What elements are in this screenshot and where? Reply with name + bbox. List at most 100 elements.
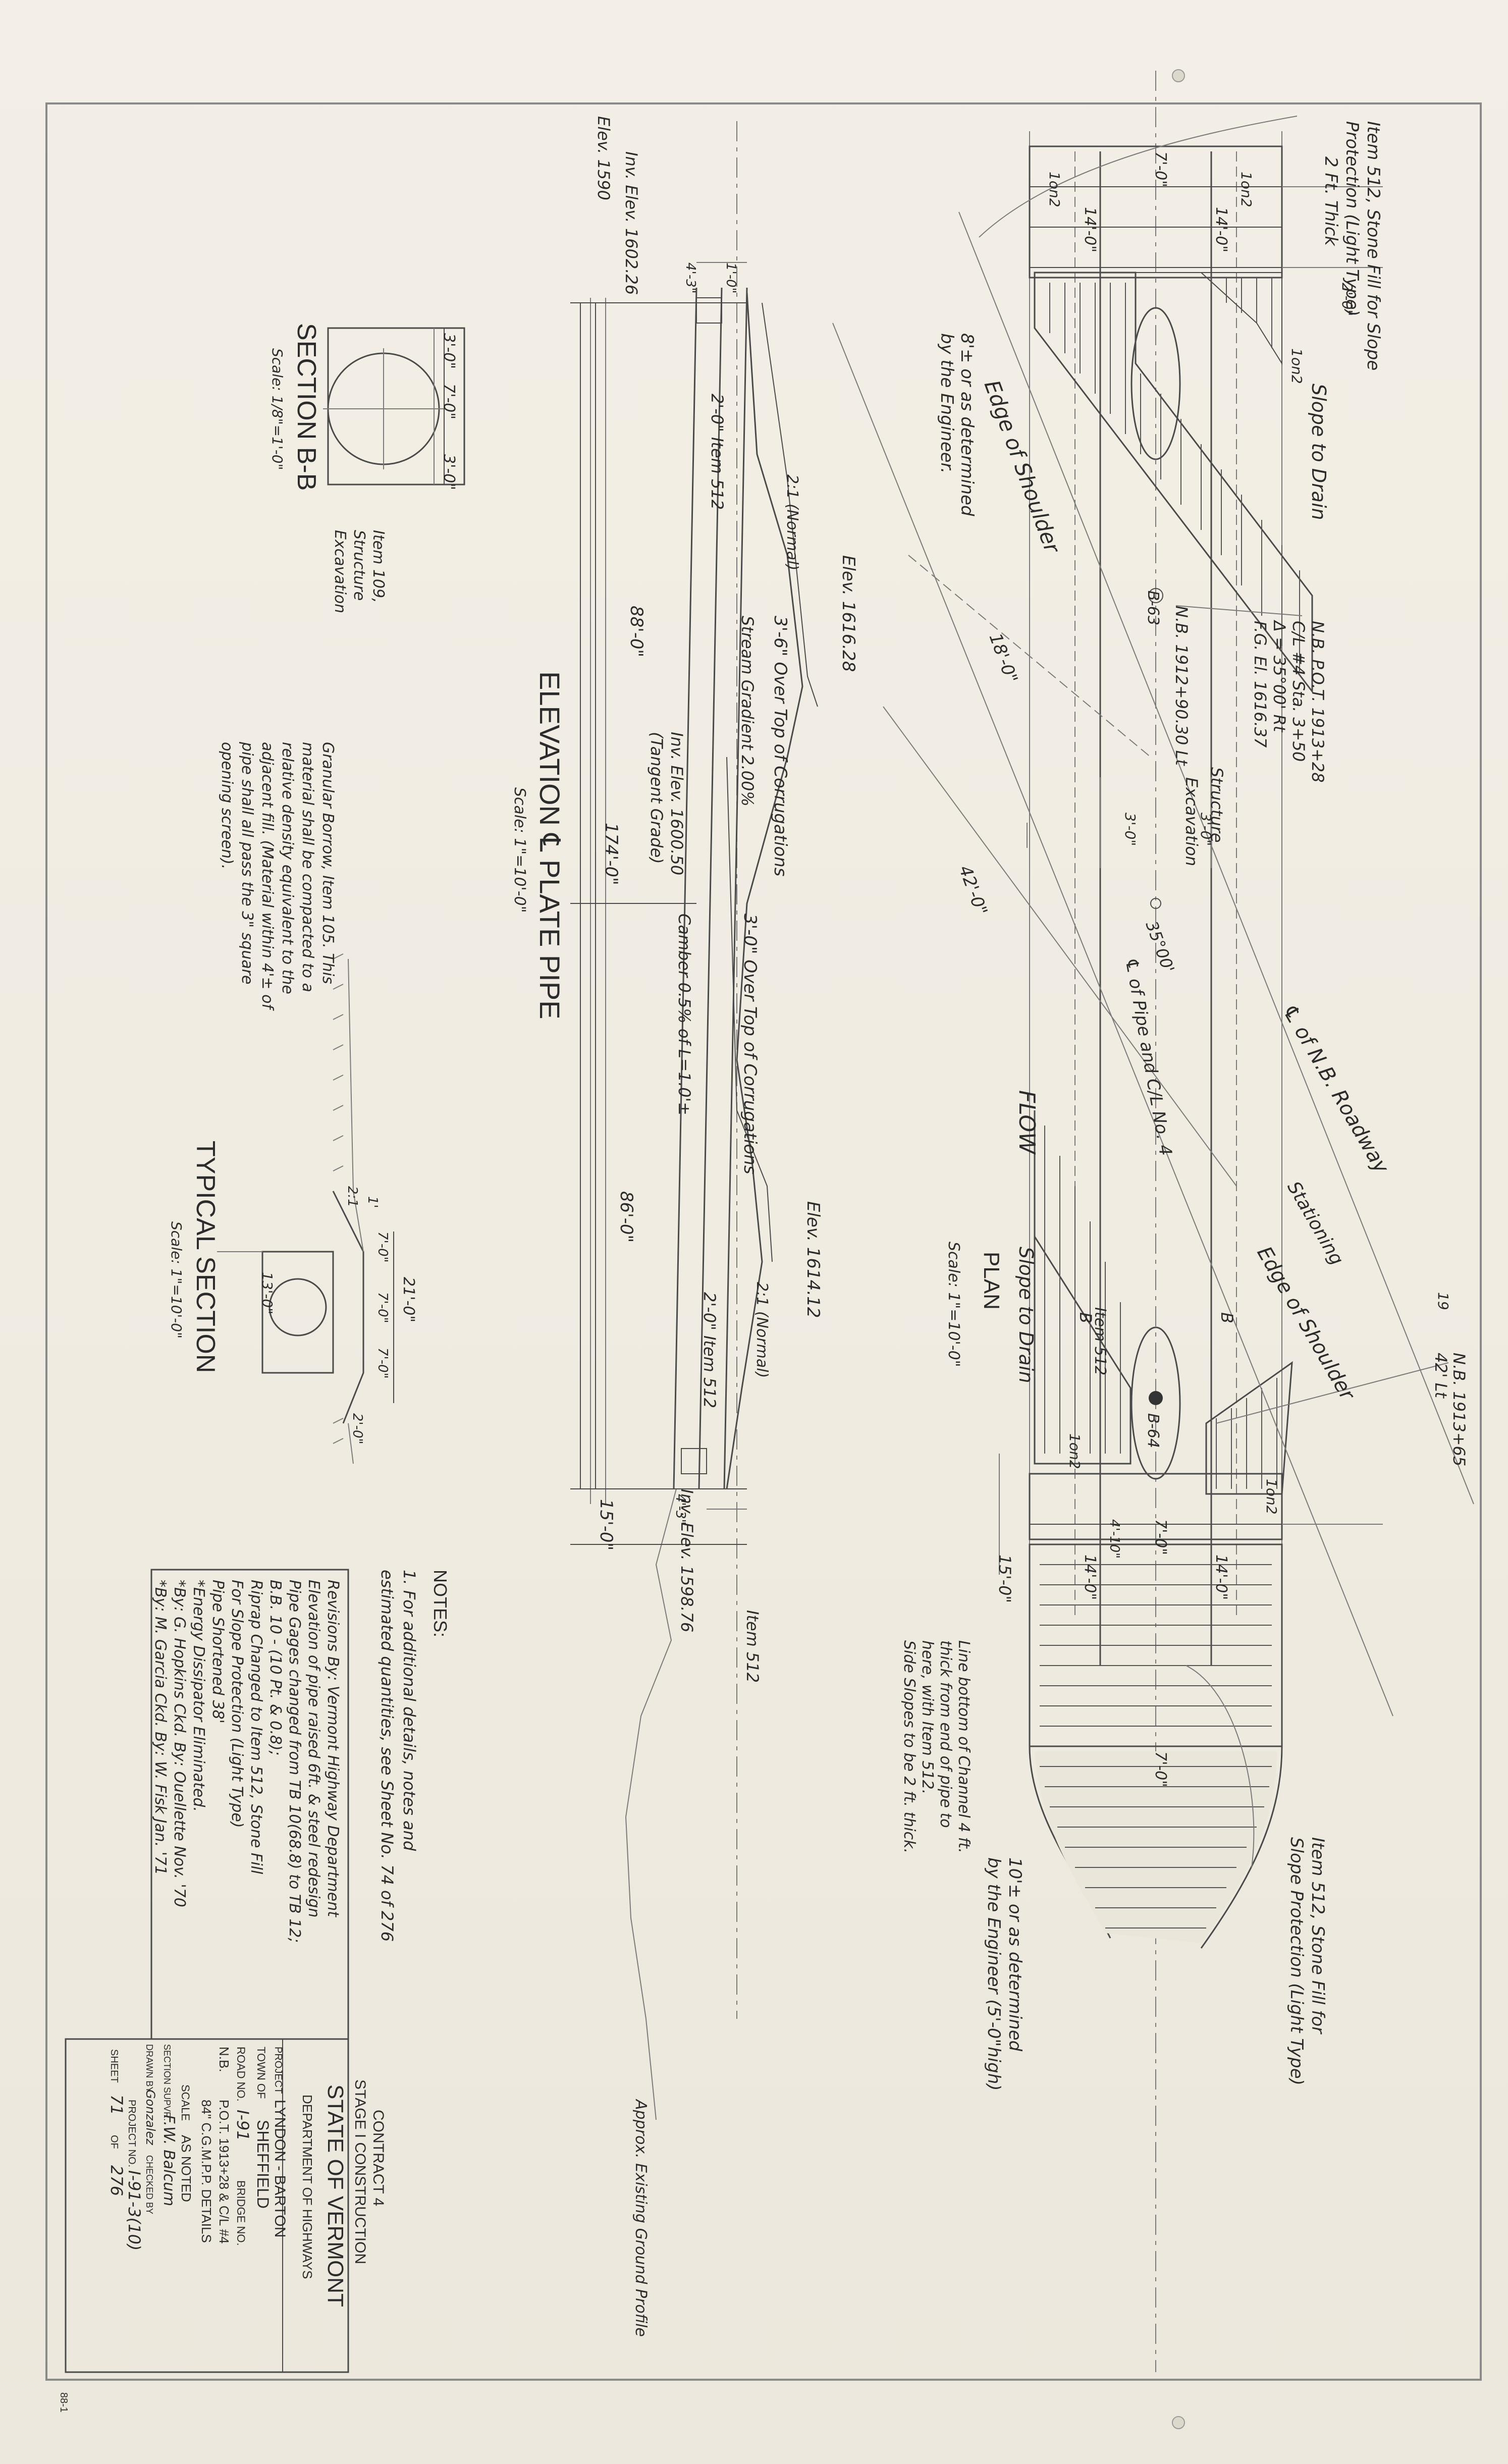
- dim-88: 88'-0": [626, 606, 647, 657]
- slope-to-drain-top: Slope to Drain: [1308, 384, 1330, 520]
- plan-dim-1on2-b: 1on2: [1238, 172, 1255, 207]
- sheet-value: 71: [107, 2095, 126, 2115]
- plan-dim-3-a: 3'-0": [1122, 813, 1139, 846]
- road-value: I-91: [233, 2110, 252, 2141]
- channel-note: Line bottom of Channel 4 ft. thick from …: [900, 1640, 973, 1858]
- nb-point-2: N.B. 1913+65 42' Lt: [1431, 1353, 1469, 1472]
- plan-dim-1on2-e: 1on2: [1263, 1479, 1280, 1515]
- sheet-border: [45, 102, 1482, 2381]
- ts-dim-7-b: 7'-0": [375, 1292, 390, 1323]
- plan-dim-7-top: 7'-0": [1152, 151, 1169, 187]
- bridge-label: BRIDGE NO.: [235, 2180, 247, 2246]
- scale-label: SCALE: [179, 2084, 192, 2121]
- normal-slope-1: 2:1 (Normal): [783, 474, 801, 570]
- sheet-label: SHEET: [109, 2049, 120, 2083]
- plan-dim-15: 15'-0": [995, 1555, 1014, 1603]
- detail-value: 84" C.G.M.P.P. DETAILS: [199, 2100, 214, 2243]
- over-top-1: 3'-6" Over Top of Corrugations: [770, 616, 790, 877]
- item512-top-note: Item 512, Stone Fill for Slope Protectio…: [1321, 121, 1383, 376]
- dim-1-0-top: 1'-0": [723, 262, 738, 294]
- camber: Camber 0.5% of L=1.0'±: [675, 914, 694, 1115]
- typical-section: 21'-0" 7'-0" 7'-0" 7'-0" 13'-0" 2'-0" 1'…: [168, 741, 417, 1464]
- slope-to-drain-bottom: Slope to Drain: [1015, 1247, 1037, 1383]
- plan-dim-18: 18'-0": [985, 630, 1022, 686]
- bench-mark-2: B-64: [1144, 1413, 1162, 1448]
- item-512-plan: Item 512: [1091, 1307, 1109, 1375]
- notes-lines: 1. For additional details, notes and est…: [378, 1570, 419, 1942]
- of-value: 276: [107, 2165, 126, 2196]
- plan-dim-1on2-d: 1on2: [1066, 1433, 1083, 1469]
- dim-15: 15'-0": [596, 1499, 616, 1550]
- typical-section-scale: Scale: 1"=10'-0": [168, 1221, 185, 1338]
- elev-right: Elev. 1614.12: [803, 1201, 823, 1318]
- centerline-roadway: ℄ of N.B. Roadway: [1277, 1000, 1393, 1178]
- plan-dim-2-top: 2'-0": [1339, 283, 1356, 316]
- elevation-scale: Scale: 1"=10'-0": [511, 787, 528, 913]
- project-label: PROJECT: [273, 2047, 284, 2094]
- determined-bottom-note: 10'± or as determined by the Engineer (5…: [984, 1857, 1025, 2091]
- pot-value: P.O.T. 1913+28 & C/L #4: [217, 2100, 232, 2243]
- elev-left: Elev. 1616.28: [838, 555, 858, 672]
- dim-174: 174'-0": [601, 823, 621, 885]
- punch-hole: [1172, 2416, 1185, 2429]
- number-19: 19: [1435, 1292, 1451, 1310]
- ground-profile: Approx. Existing Ground Profile: [632, 2099, 650, 2337]
- granular-note: Granular Borrow, Item 105. This material…: [218, 741, 337, 1014]
- ts-dim-1: 1': [365, 1196, 380, 1208]
- notes: NOTES: 1. For additional details, notes …: [378, 1570, 451, 1942]
- item-52: Item 512: [743, 1610, 762, 1683]
- section-bb-title: SECTION B-B: [292, 323, 321, 491]
- item-512-elev-2: 2'-0" Item 512: [700, 1292, 719, 1408]
- section-supvr-label: SECTION SUPVR.: [162, 2044, 172, 2121]
- elevation-view: ELEVATION ℄ PLATE PIPE Scale: 1"=10'-0" …: [511, 116, 858, 2337]
- ts-slope: 2:1: [345, 1186, 360, 1207]
- punch-hole: [1172, 69, 1185, 82]
- drawn-label: DRAWN BY: [144, 2044, 154, 2093]
- plan-dim-42: 42'-0": [955, 863, 992, 918]
- normal-slope-2: 2:1 (Normal): [753, 1282, 771, 1378]
- contract-text: CONTRACT 4 STAGE I CONSTRUCTION: [352, 2079, 387, 2264]
- nb-pot-block: N.B. P.O.T. 1913+28 C/L #4 Sta. 3+50 Δ =…: [1251, 619, 1327, 788]
- plan-dim-7-bot: 7'-0": [1152, 1519, 1169, 1555]
- state-of-vermont: STATE OF VERMONT: [323, 2084, 348, 2307]
- plan-dim-14-bot-b: 14'-0": [1212, 1555, 1230, 1600]
- inv-elev-bottom: Inv. Elev. 1598.76: [677, 1489, 696, 1632]
- project-no-label: PROJECT NO.: [126, 2100, 137, 2167]
- ts-dim-7-a: 7'-0": [375, 1231, 390, 1263]
- ts-dim-2: 2'-0": [350, 1413, 365, 1444]
- section-bb: 3'-0" 7'-0" 3'-0" SECTION B-B Scale: 1/8…: [269, 323, 465, 613]
- title-block: CONTRACT 4 STAGE I CONSTRUCTION STATE OF…: [65, 2038, 387, 2373]
- bb-dim-3-a: 3'-0": [440, 333, 458, 369]
- project-no-value: I-91-3(10): [125, 2170, 144, 2251]
- elev-1590: Elev. 1590: [594, 116, 613, 200]
- department: DEPARTMENT OF HIGHWAYS: [300, 2095, 315, 2279]
- plan-dim-3-b: 3'-0": [1198, 813, 1214, 846]
- edge-of-shoulder-bottom: Edge of Shoulder: [1252, 1243, 1360, 1405]
- plan-dim-14-top-b: 14'-0": [1212, 207, 1230, 252]
- bb-dim-7: 7'-0": [440, 384, 458, 419]
- plan-view: Item 512, Stone Fill for Slope Protectio…: [832, 71, 1474, 2372]
- section-marker-1: B: [1076, 1312, 1095, 1323]
- bb-dim-3-b: 3'-0": [440, 454, 458, 490]
- section-supvr-value: F.W. Balcum: [160, 2115, 178, 2206]
- dim-4-3-top: 4'-3": [683, 262, 698, 294]
- item-512-elev-1: 2'-0" Item 512: [708, 394, 727, 510]
- stationing: Stationing: [1283, 1178, 1347, 1269]
- plan-dim-14-bot-a: 14'-0": [1081, 1555, 1099, 1600]
- town-label: TOWN OF: [255, 2047, 267, 2099]
- flow-label: FLOW: [1014, 1090, 1040, 1155]
- inv-elev-top: Inv. Elev. 1602.26: [622, 151, 641, 295]
- determined-top-note: 8'± or as determined by the Engineer.: [937, 333, 977, 521]
- typical-section-title: TYPICAL SECTION: [191, 1141, 220, 1373]
- revisions-box: Revisions By: Vermont Highway Department…: [150, 1569, 349, 2040]
- town-value: SHEFFIELD: [254, 2120, 272, 2209]
- of-label: OF: [109, 2135, 120, 2149]
- plan-dim-14-top-a: 14'-0": [1081, 207, 1099, 252]
- road-label: ROAD NO.: [235, 2047, 247, 2102]
- item512-bottom-note: Item 512, Stone Fill for Slope Protectio…: [1286, 1837, 1328, 2085]
- plan-dim-1on2-a: 1on2: [1046, 172, 1063, 207]
- centerline-pipe: ℄ of Pipe and C/L No. 4: [1121, 956, 1175, 1157]
- dim-86: 86'-0": [616, 1191, 636, 1243]
- section-bb-item: Item 109, Structure Excavation: [331, 530, 387, 613]
